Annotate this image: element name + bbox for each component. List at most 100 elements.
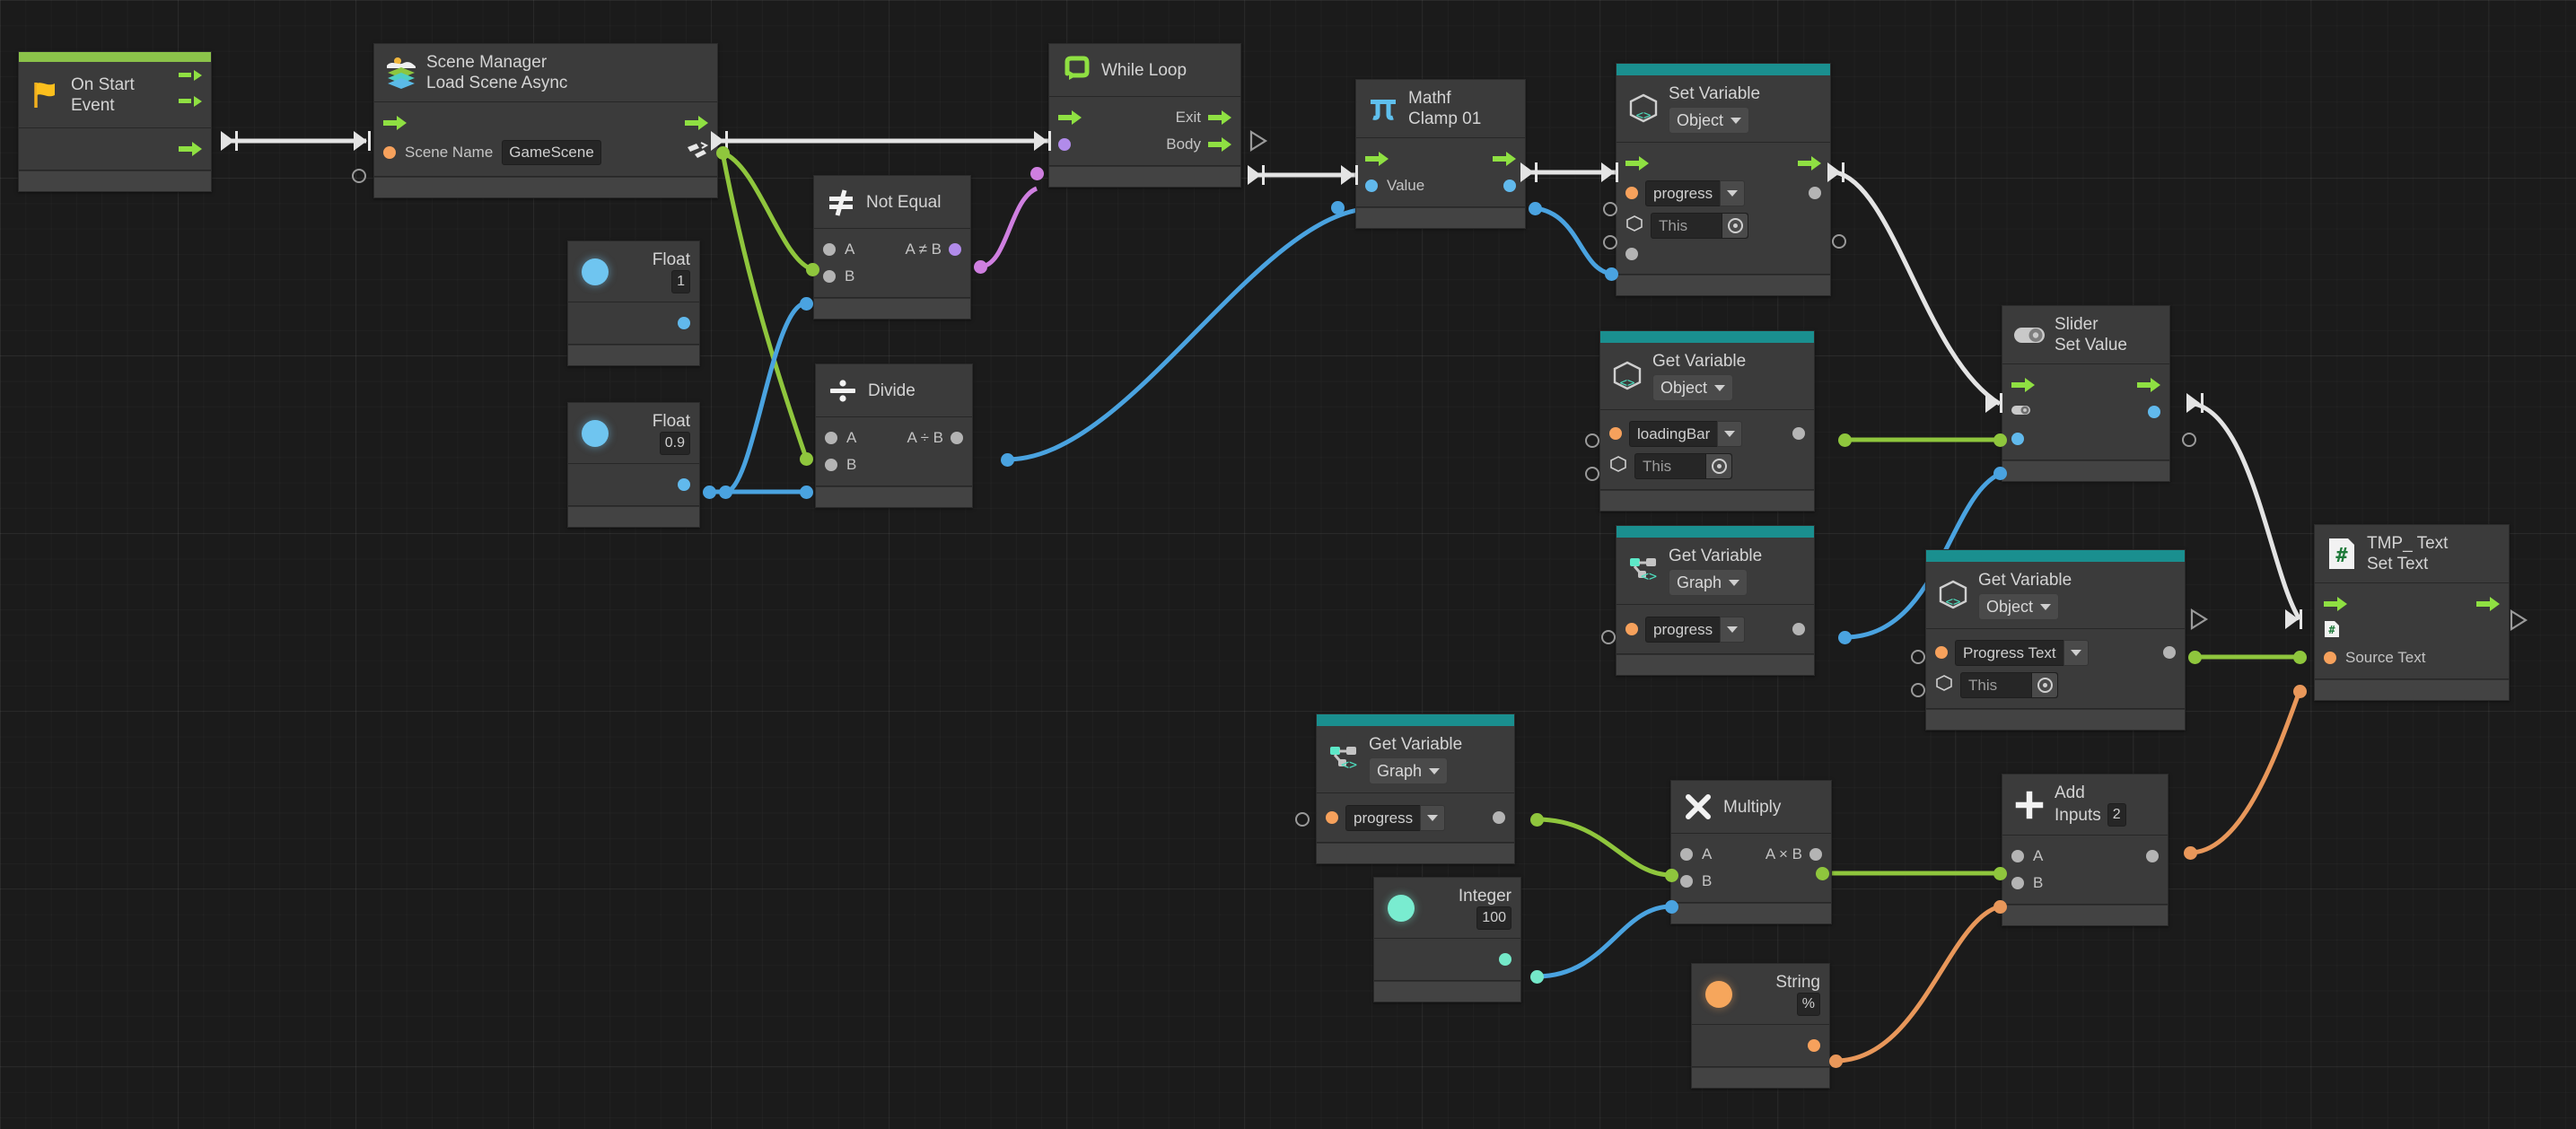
target-object-field[interactable]: This [1634,452,1732,479]
float-value-input[interactable]: 1 [671,270,690,293]
port-dot-result[interactable] [949,243,961,256]
node-on-start[interactable]: On Start Event [18,51,212,192]
node-string-percent[interactable]: String % [1691,963,1830,1089]
port-row-a[interactable]: A [2002,843,2168,870]
integer-value-input[interactable]: 100 [1476,906,1511,930]
port-row-out[interactable] [1692,1032,1829,1059]
port-row-exec[interactable] [1356,145,1525,172]
string-value-input[interactable]: % [1796,993,1820,1016]
variable-name-dropdown[interactable]: progress [1645,616,1746,643]
exec-in-arrow-icon[interactable] [1058,110,1082,125]
port-row-variable[interactable]: progress [1617,612,1814,646]
port-row-exec[interactable] [2315,591,2509,617]
port-dot-value-in[interactable] [1365,179,1378,192]
port-row-value[interactable] [2002,425,2169,452]
node-get-variable-progress-graph-2[interactable]: <> Get Variable Graph progress [1316,713,1515,864]
exec-out-exit-arrow-icon[interactable] [1208,110,1231,125]
exec-in-arrow-icon[interactable] [2011,378,2035,392]
chevron-down-icon[interactable] [2063,639,2089,666]
variable-kind-dropdown[interactable]: Object [1978,593,2060,620]
variable-name-dropdown[interactable]: loadingBar [1629,420,1743,447]
inputs-count-input[interactable]: 2 [2107,803,2126,827]
port-dot-out[interactable] [1792,623,1805,635]
node-get-variable-loadingbar[interactable]: <> Get Variable Object loadingBar [1599,330,1815,512]
port-dot-value-out[interactable] [1503,179,1516,192]
port-row-variable[interactable]: progress [1317,801,1514,835]
port-row-target[interactable]: # [2315,617,2509,644]
exec-in-arrow-icon[interactable] [383,116,407,130]
port-dot-a[interactable] [2011,850,2024,862]
port-dot-variable[interactable] [1935,646,1948,659]
chevron-down-icon[interactable] [1717,420,1743,447]
node-get-variable-progress-text[interactable]: <> Get Variable Object Progress Text [1925,549,2186,731]
input-socket-ring[interactable] [1585,467,1599,481]
port-dot-b[interactable] [825,459,837,471]
variable-kind-dropdown[interactable]: Graph [1669,569,1748,596]
port-dot-out[interactable] [1808,1039,1820,1052]
exec-in-arrow-icon[interactable] [1625,156,1649,171]
slider-mini-icon[interactable] [2011,404,2031,421]
port-dot-result[interactable] [1809,848,1822,861]
port-row-target[interactable]: This [1926,669,2185,701]
variable-name-dropdown[interactable]: Progress Text [1955,639,2089,666]
object-picker-button[interactable] [1705,453,1731,478]
node-float-09[interactable]: Float 0.9 [567,402,700,528]
node-tmp-set-text[interactable]: # TMP_ Text Set Text # Source Text [2314,524,2510,701]
port-row-value[interactable] [1617,241,1830,267]
exec-out-arrow-icon[interactable] [1493,152,1516,166]
port-dot-out[interactable] [2148,406,2160,418]
chevron-down-icon[interactable] [1720,616,1746,643]
port-dot-out[interactable] [1493,811,1505,824]
chevron-down-icon[interactable] [1720,179,1746,206]
input-socket-ring[interactable] [352,169,366,183]
exec-in-arrow-icon[interactable] [1365,152,1389,166]
input-socket-ring[interactable] [1295,812,1310,827]
port-row-variable[interactable]: progress [1617,177,1830,209]
port-row-out[interactable] [568,471,699,498]
port-dot-condition[interactable] [1058,138,1071,151]
port-dot-a[interactable] [1680,848,1693,861]
node-add[interactable]: Add Inputs 2 A B [2002,774,2169,926]
node-scene-manager[interactable]: Scene Manager Load Scene Async Scene Nam… [373,43,718,198]
target-object-field[interactable]: This [1651,212,1748,239]
input-socket-ring[interactable] [1832,234,1846,249]
port-row-target[interactable]: This [1600,450,1814,482]
port-dot-b[interactable] [1680,875,1693,888]
node-multiply[interactable]: Multiply A A × B B [1670,780,1832,924]
input-socket-ring[interactable] [1603,235,1617,249]
port-dot-variable[interactable] [1625,623,1638,635]
node-set-variable-progress[interactable]: <> Set Variable Object progress [1616,63,1831,296]
input-socket-ring[interactable] [1911,650,1925,664]
port-dot-result[interactable] [951,432,963,444]
port-dot-b[interactable] [2011,877,2024,889]
node-integer-100[interactable]: Integer 100 [1373,877,1521,1002]
port-dot-out[interactable] [678,478,690,491]
port-dot-variable[interactable] [1326,811,1338,824]
chevron-down-icon[interactable] [1420,804,1446,831]
variable-name-dropdown[interactable]: progress [1645,179,1746,206]
port-row-variable[interactable]: Progress Text [1926,636,2185,669]
variable-kind-dropdown[interactable]: Graph [1369,757,1449,784]
port-row-a[interactable]: A A ÷ B [816,424,972,451]
port-row-scene-name[interactable]: Scene Name GameScene [374,136,717,169]
variable-kind-dropdown[interactable]: Object [1669,107,1750,134]
node-not-equal[interactable]: Not Equal A A ≠ B B [813,175,971,319]
port-dot-value-in[interactable] [2011,433,2024,445]
port-row-b[interactable]: B [1671,868,1831,895]
port-row-out[interactable] [1374,946,1520,973]
node-divide[interactable]: Divide A A ÷ B B [815,363,973,508]
port-dot-a[interactable] [825,432,837,444]
port-row-target[interactable] [2002,398,2169,425]
input-socket-ring[interactable] [2182,433,2196,447]
variable-name-dropdown[interactable]: progress [1345,804,1446,831]
object-picker-button[interactable] [2031,672,2057,697]
port-dot-result[interactable] [2146,850,2159,862]
port-row-source-text[interactable]: Source Text [2315,644,2509,671]
input-socket-ring[interactable] [1911,683,1925,697]
exec-out-arrow-icon[interactable] [179,142,202,156]
input-socket-ring[interactable] [1601,630,1616,644]
port-row-target[interactable]: This [1617,209,1830,241]
port-row-exec[interactable] [1617,150,1830,177]
port-row-b[interactable]: B [814,263,970,290]
